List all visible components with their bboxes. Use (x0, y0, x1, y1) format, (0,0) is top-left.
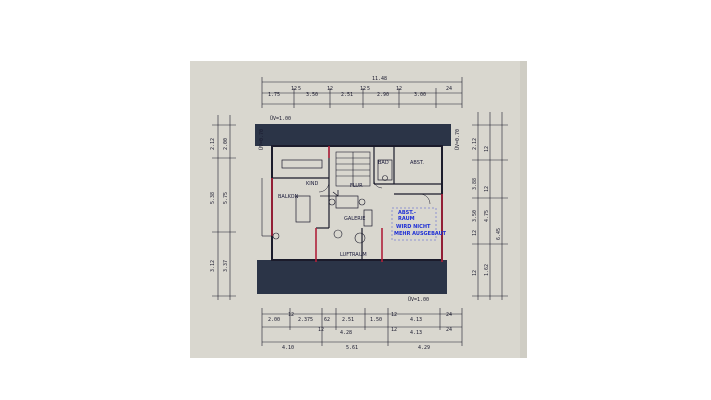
overhang-left: ÜV=0.70 (258, 129, 265, 150)
dim-top-8: 12 (396, 86, 402, 92)
dim-right-7: 12 (472, 230, 478, 236)
dim-left-2: 2.00 (223, 138, 229, 150)
dim-right-9: 1.62 (484, 264, 490, 276)
dim-bottom-17: 4.29 (418, 345, 430, 351)
dim-left-3: 5.38 (210, 192, 216, 204)
bathtub (377, 159, 393, 181)
roof-top-band (255, 124, 451, 146)
washbasin-icon (382, 175, 388, 181)
overhang-top-left: ÜV=1.00 (270, 115, 291, 122)
plant-icon-2 (333, 229, 343, 239)
dim-bottom-7: 12 (391, 312, 397, 318)
dim-bottom-1: 2.00 (268, 317, 280, 323)
dim-left-1: 2.12 (210, 138, 216, 150)
dim-bottom-14: 24 (446, 327, 452, 333)
annotation-scribble (391, 207, 437, 241)
plant-icon (354, 232, 366, 244)
dim-top-6: 12 (360, 86, 366, 92)
dim-bottom-10: 12 (318, 327, 324, 333)
dim-bottom-5: 2.51 (342, 317, 354, 323)
room-label-balkon: BALKON (278, 194, 299, 200)
dim-top-7: 2.90 (377, 92, 389, 98)
kind-desk (281, 159, 323, 169)
paper-fold-shadow (520, 61, 527, 358)
red-wall-lines (271, 146, 443, 262)
dim-right-5: 3.50 (472, 210, 478, 222)
dim-right-4: 12 (484, 186, 490, 192)
dim-right-8: 6.45 (496, 228, 502, 240)
galerie-sofa (363, 209, 373, 227)
room-label-galerie: GALERIE (344, 216, 365, 222)
annotation-line-4: MEHR AUSGEBAUT (394, 231, 447, 237)
galerie-chair-2 (358, 198, 366, 206)
dim-right-10: 12 (472, 270, 478, 276)
staircase (335, 151, 371, 187)
annotation-line-1: ABST.- (398, 210, 416, 216)
door-swings (318, 179, 431, 205)
galerie-chair-1 (328, 198, 336, 206)
dim-top-3: 3.50 (306, 92, 318, 98)
annotation-line-2: RAUM (398, 216, 415, 222)
galerie-table (335, 195, 359, 209)
paper (190, 61, 527, 358)
dim-bottom-16: 5.61 (346, 345, 358, 351)
dim-bottom-4: 62 (324, 317, 330, 323)
dim-right-3: 3.88 (472, 178, 478, 190)
bottom-dimension-chain (261, 308, 463, 346)
kind-bed (295, 195, 311, 223)
dim-top-sup-1: 5 (298, 86, 301, 92)
dim-bottom-8: 4.13 (410, 317, 422, 323)
annotation-line-3: WIRD NICHT (396, 224, 431, 230)
room-label-abst: ABST. (410, 160, 424, 166)
room-label-flur: FLUR (350, 183, 363, 189)
right-dimension-chain (472, 112, 508, 300)
dim-bottom-9: 24 (446, 312, 452, 318)
room-label-bad: BAD (378, 160, 389, 166)
dim-bottom-11: 4.28 (340, 330, 352, 336)
roof-bottom-band (257, 260, 447, 294)
dim-left-6: 3.37 (223, 260, 229, 272)
overhang-top-right: ÜV=0.70 (454, 129, 461, 150)
left-dimension-chain (212, 115, 236, 300)
dim-top-5: 2.51 (341, 92, 353, 98)
dim-bottom-6: 1.50 (370, 317, 382, 323)
dim-bottom-2: 12 (288, 312, 294, 318)
dim-top-sup-2: 5 (367, 86, 370, 92)
balcony-chair-icon (272, 232, 280, 240)
dim-right-2: 12 (484, 146, 490, 152)
dim-bottom-15: 4.10 (282, 345, 294, 351)
room-label-luftraum: LUFTRAUM (340, 252, 367, 258)
dim-top-2: 12 (291, 86, 297, 92)
dim-bottom-12: 12 (391, 327, 397, 333)
dim-top-10: 24 (446, 86, 452, 92)
dim-right-1: 2.12 (472, 138, 478, 150)
inner-walls (272, 146, 442, 260)
top-dimension-chain (261, 77, 463, 108)
dim-bottom-3: 2.375 (298, 317, 313, 323)
room-label-kind: KIND (306, 181, 318, 187)
overhang-bottom: ÜV=1.00 (408, 296, 429, 303)
dim-right-6: 4.75 (484, 210, 490, 222)
balcony-railing (261, 178, 272, 237)
dim-top-1: 1.75 (268, 92, 280, 98)
dim-top-4: 12 (327, 86, 333, 92)
dim-left-4: 5.75 (223, 192, 229, 204)
dim-bottom-13: 4.13 (410, 330, 422, 336)
dim-top-9: 3.00 (414, 92, 426, 98)
top-total-dimension: 11.48 (372, 76, 387, 82)
dim-left-5: 3.12 (210, 260, 216, 272)
